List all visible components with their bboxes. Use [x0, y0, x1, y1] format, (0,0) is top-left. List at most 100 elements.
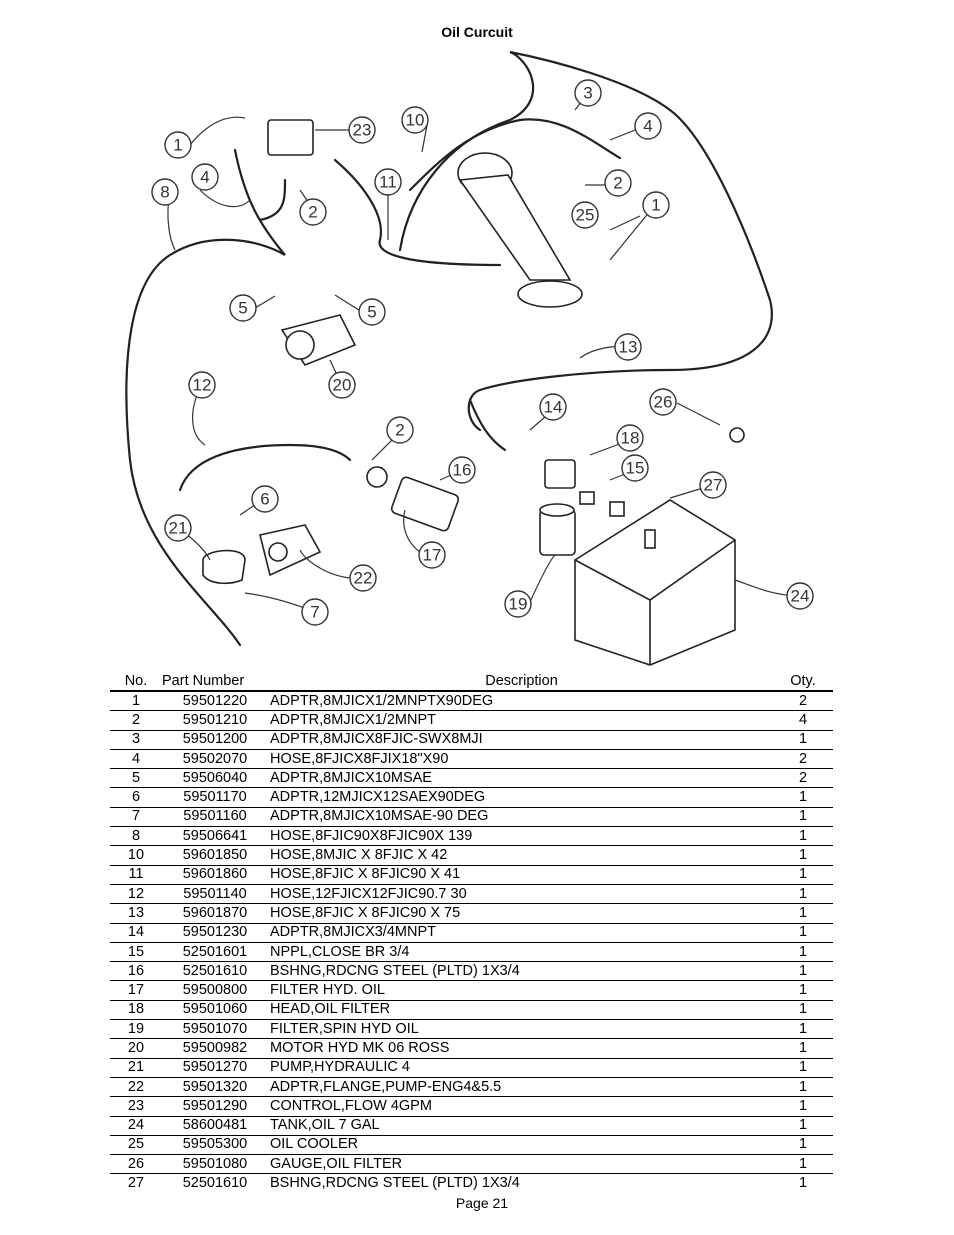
callout-2c: 2	[395, 421, 404, 440]
cell-qty: 1	[773, 730, 833, 750]
filter-head	[544, 459, 576, 489]
filter-element	[390, 476, 460, 532]
cell-no: 25	[110, 1135, 162, 1156]
callout-22: 22	[354, 569, 373, 588]
callout-3: 3	[583, 84, 592, 103]
hose-13	[398, 50, 773, 432]
hose-12	[178, 443, 352, 492]
cell-description: HEAD,OIL FILTER	[268, 1000, 773, 1021]
cell-no: 2	[110, 710, 162, 731]
callout-12: 12	[193, 376, 212, 395]
cell-part-number: 59501210	[162, 710, 268, 731]
cell-qty: 4	[773, 710, 833, 731]
cell-description: PUMP,HYDRAULIC 4	[268, 1058, 773, 1078]
hose-14	[468, 398, 507, 452]
cell-no: 23	[110, 1096, 162, 1117]
callout-16: 16	[453, 461, 472, 480]
cell-qty: 1	[773, 1154, 833, 1175]
cell-part-number: 59501220	[162, 691, 268, 712]
cell-part-number: 59501290	[162, 1096, 268, 1117]
cell-no: 13	[110, 903, 162, 924]
cell-part-number: 59505300	[162, 1135, 268, 1156]
cell-part-number: 59501140	[162, 884, 268, 905]
cell-description: OIL COOLER	[268, 1135, 773, 1156]
cell-no: 22	[110, 1077, 162, 1098]
cell-no: 27	[127, 1175, 145, 1192]
page-number: Page 21	[455, 1195, 509, 1211]
cell-no: 7	[110, 807, 162, 828]
callout-13: 13	[619, 338, 638, 357]
callout-18: 18	[621, 429, 640, 448]
page-title: Oil Curcuit	[441, 24, 513, 40]
cell-qty: 1	[773, 1000, 833, 1021]
callout-5: 5	[238, 299, 247, 318]
cell-no: 4	[110, 749, 162, 770]
cell-no: 24	[110, 1116, 162, 1136]
callout-15: 15	[626, 459, 645, 478]
cell-description: TANK,OIL 7 GAL	[268, 1116, 773, 1136]
cell-qty: 2	[773, 691, 833, 712]
cell-part-number: 52501601	[162, 942, 268, 963]
cell-qty: 1	[773, 1096, 833, 1117]
cell-description: HOSE,12FJICX12FJIC90.7 30	[268, 884, 773, 905]
cell-no: 21	[110, 1058, 162, 1078]
cell-qty: 1	[773, 942, 833, 963]
cell-description: FILTER,SPIN HYD OIL	[268, 1019, 773, 1040]
cell-part-number: 52501610	[162, 961, 268, 982]
oil-gauge	[729, 427, 745, 443]
hose-10	[408, 118, 622, 192]
callout-23: 23	[353, 121, 372, 140]
hose-4-left	[258, 178, 287, 222]
cell-qty: 1	[773, 826, 833, 847]
cell-qty: 1	[773, 807, 833, 828]
cell-qty: 1	[773, 1116, 833, 1136]
cell-description: HOSE,8MJIC X 8FJIC X 42	[268, 845, 773, 866]
control-valve	[267, 119, 314, 156]
callout-20: 20	[333, 376, 352, 395]
oil-cooler-base	[517, 280, 583, 308]
cell-no: 3	[110, 730, 162, 750]
cell-part-number: 59502070	[162, 749, 268, 770]
cell-no: 19	[110, 1019, 162, 1040]
callout-1: 1	[173, 136, 182, 155]
callout-2b: 2	[613, 174, 622, 193]
cell-description: HOSE,8FJICX8FJIX18"X90	[268, 749, 773, 770]
cell-description: BSHNG,RDCNG STEEL (PLTD) 1X3/4	[270, 1175, 520, 1192]
cell-no: 18	[110, 1000, 162, 1021]
cell-description: ADPTR,12MJICX12SAEX90DEG	[268, 787, 773, 808]
cell-part-number: 59506641	[162, 826, 268, 847]
callout-19: 19	[509, 595, 528, 614]
cell-part-number: 59601850	[162, 845, 268, 866]
cell-part-number: 59501200	[162, 730, 268, 750]
cell-description: ADPTR,8MJICX3/4MNPT	[268, 923, 773, 943]
callout-4: 4	[643, 117, 652, 136]
cell-qty: 1	[773, 845, 833, 866]
cell-no: 6	[110, 787, 162, 808]
cell-qty: 1	[773, 903, 833, 924]
cell-description: ADPTR,8MJICX1/2MNPT	[268, 710, 773, 731]
cell-no: 10	[110, 845, 162, 866]
cell-description: CONTROL,FLOW 4GPM	[268, 1096, 773, 1117]
cell-qty: 1	[798, 1175, 808, 1192]
cell-description: FILTER HYD. OIL	[268, 980, 773, 1001]
cell-part-number: 59601860	[162, 865, 268, 885]
cell-part-number: 59501060	[162, 1000, 268, 1021]
cell-part-number: 52501610	[182, 1175, 248, 1192]
oil-tank	[574, 499, 736, 666]
cell-qty: 1	[773, 1038, 833, 1059]
cell-no: 17	[110, 980, 162, 1001]
cell-part-number: 59500982	[162, 1038, 268, 1059]
cell-part-number: 59506040	[162, 768, 268, 789]
